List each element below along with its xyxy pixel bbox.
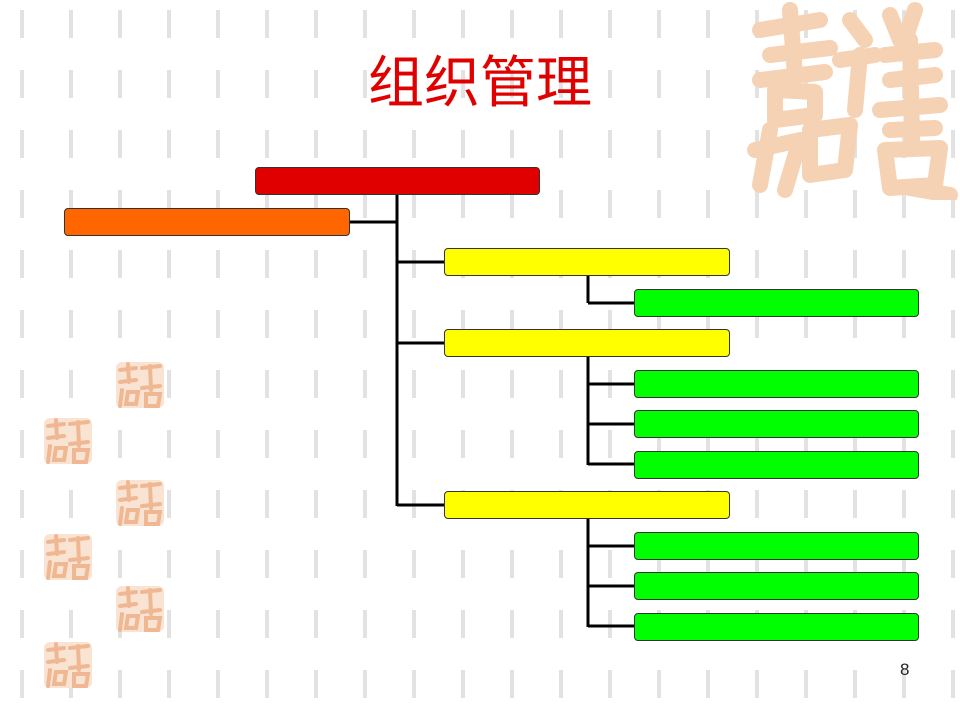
org-root-box bbox=[255, 167, 540, 195]
calligraphy-seal-large-icon bbox=[747, 2, 958, 200]
calligraphy-seal-small-icon bbox=[116, 480, 164, 526]
slide-title: 组织管理 bbox=[368, 51, 592, 116]
org-department-box bbox=[444, 248, 730, 276]
org-unit-box bbox=[634, 532, 919, 560]
page-number: 8 bbox=[900, 660, 910, 679]
calligraphy-seal-small-icon bbox=[116, 586, 164, 632]
org-unit-box bbox=[634, 370, 919, 398]
org-unit-box bbox=[634, 572, 919, 600]
calligraphy-seal-small-icon bbox=[44, 642, 92, 688]
org-unit-box bbox=[634, 289, 919, 317]
org-department-box bbox=[444, 329, 730, 357]
org-unit-box bbox=[634, 410, 919, 438]
calligraphy-seal-small-icon bbox=[44, 418, 92, 464]
org-unit-box bbox=[634, 451, 919, 479]
calligraphy-seal-small-icon bbox=[116, 362, 164, 408]
org-assistant-box bbox=[64, 208, 350, 236]
org-department-box bbox=[444, 491, 730, 519]
calligraphy-seal-small-icon bbox=[44, 534, 92, 580]
org-unit-box bbox=[634, 613, 919, 641]
